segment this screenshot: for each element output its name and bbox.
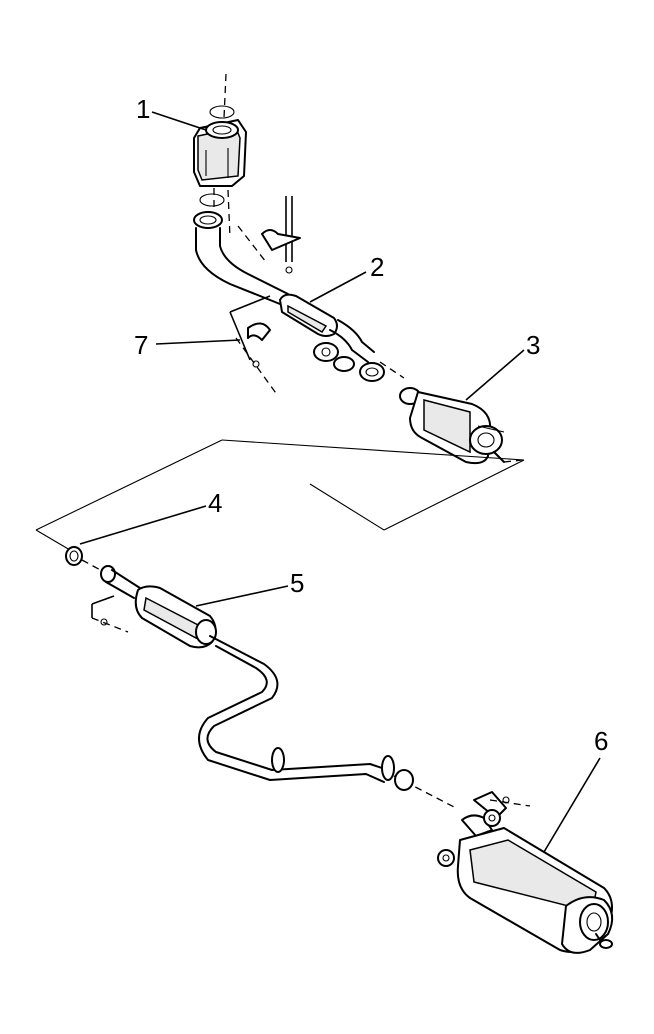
leader-1 bbox=[151, 111, 207, 131]
callout-2: 2 bbox=[370, 252, 384, 282]
part-5-intermediate-pipe bbox=[91, 565, 457, 809]
callout-1: 1 bbox=[136, 94, 150, 124]
callout-5: 5 bbox=[290, 568, 304, 598]
part-3-muffler-front bbox=[399, 387, 523, 465]
leader-7 bbox=[155, 339, 241, 345]
part-4-gasket bbox=[65, 546, 105, 573]
leader-5 bbox=[195, 585, 289, 607]
leader-2 bbox=[309, 271, 367, 303]
leader-6 bbox=[543, 757, 601, 853]
part-2-front-pipe bbox=[193, 196, 405, 382]
callout-3: 3 bbox=[526, 330, 540, 360]
connector-frame bbox=[35, 439, 525, 551]
callout-4: 4 bbox=[208, 488, 222, 518]
part-6-rear-muffler bbox=[437, 791, 614, 954]
leader-lines bbox=[79, 111, 601, 853]
callout-7: 7 bbox=[134, 330, 148, 360]
callout-6: 6 bbox=[594, 726, 608, 756]
part-1-converter bbox=[193, 73, 247, 239]
part-7-clamp bbox=[229, 295, 279, 397]
leader-4 bbox=[79, 505, 207, 545]
callout-labels: 1 2 3 4 5 6 7 bbox=[134, 94, 608, 756]
leader-3 bbox=[465, 349, 525, 401]
